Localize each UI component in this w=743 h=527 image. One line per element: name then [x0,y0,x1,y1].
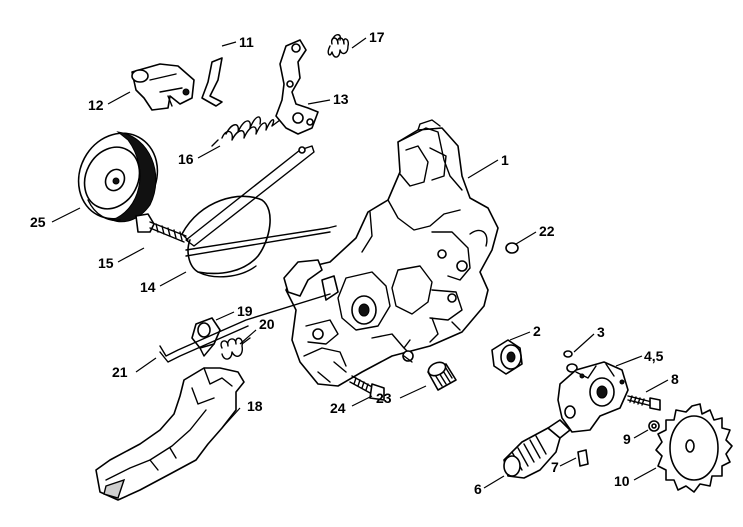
callout-4-5: 4,5 [644,348,664,364]
callout-22: 22 [539,223,555,239]
callout-labels: 1 2 3 4,5 6 7 8 9 10 11 12 13 14 15 16 1… [30,29,679,497]
part-22-o-ring [505,242,519,254]
callout-14: 14 [140,279,156,295]
callout-21: 21 [112,364,128,380]
part-23-sleeve [427,361,457,391]
callout-3: 3 [597,324,605,340]
callout-16: 16 [178,151,194,167]
callout-6: 6 [474,481,482,497]
part-6-worm-shaft [503,419,571,479]
callout-11: 11 [239,34,254,50]
callout-23: 23 [376,390,392,406]
part-9-washer [648,420,660,432]
callout-18: 18 [247,398,263,414]
part-8-screw [627,395,661,411]
part-3-washers [563,350,578,373]
callout-7: 7 [551,459,559,475]
part-10-gear [655,403,733,493]
part-7-pin [577,449,589,467]
part-20-spring [220,337,251,360]
part-25-clutch-drum [77,131,159,223]
part-15-bolt [135,213,187,243]
callout-17: 17 [369,29,385,45]
callout-8: 8 [671,371,679,387]
part-21-rod [159,293,331,363]
callout-24: 24 [330,400,346,416]
callout-10: 10 [614,473,630,489]
part-1-housing [283,119,499,387]
part-14-brake-band [181,145,315,278]
callout-9: 9 [623,431,631,447]
callout-12: 12 [88,97,104,113]
callout-15: 15 [98,255,114,271]
part-2-roller [491,339,523,375]
leader-lines [51,37,669,489]
part-17-spring [327,34,350,58]
callout-13: 13 [333,91,349,107]
part-13-lever [275,39,319,135]
callout-25: 25 [30,214,46,230]
part-18-guard [95,367,245,501]
callout-19: 19 [237,303,253,319]
callout-20: 20 [259,316,275,332]
brake-rod [185,225,337,257]
part-11-clip [201,57,223,107]
callout-1: 1 [501,152,509,168]
part-24-screw [349,375,385,401]
part-16-spring [211,116,281,147]
part-4-5-oil-pump [557,361,629,433]
part-12-bracket [131,63,195,111]
callout-2: 2 [533,323,541,339]
